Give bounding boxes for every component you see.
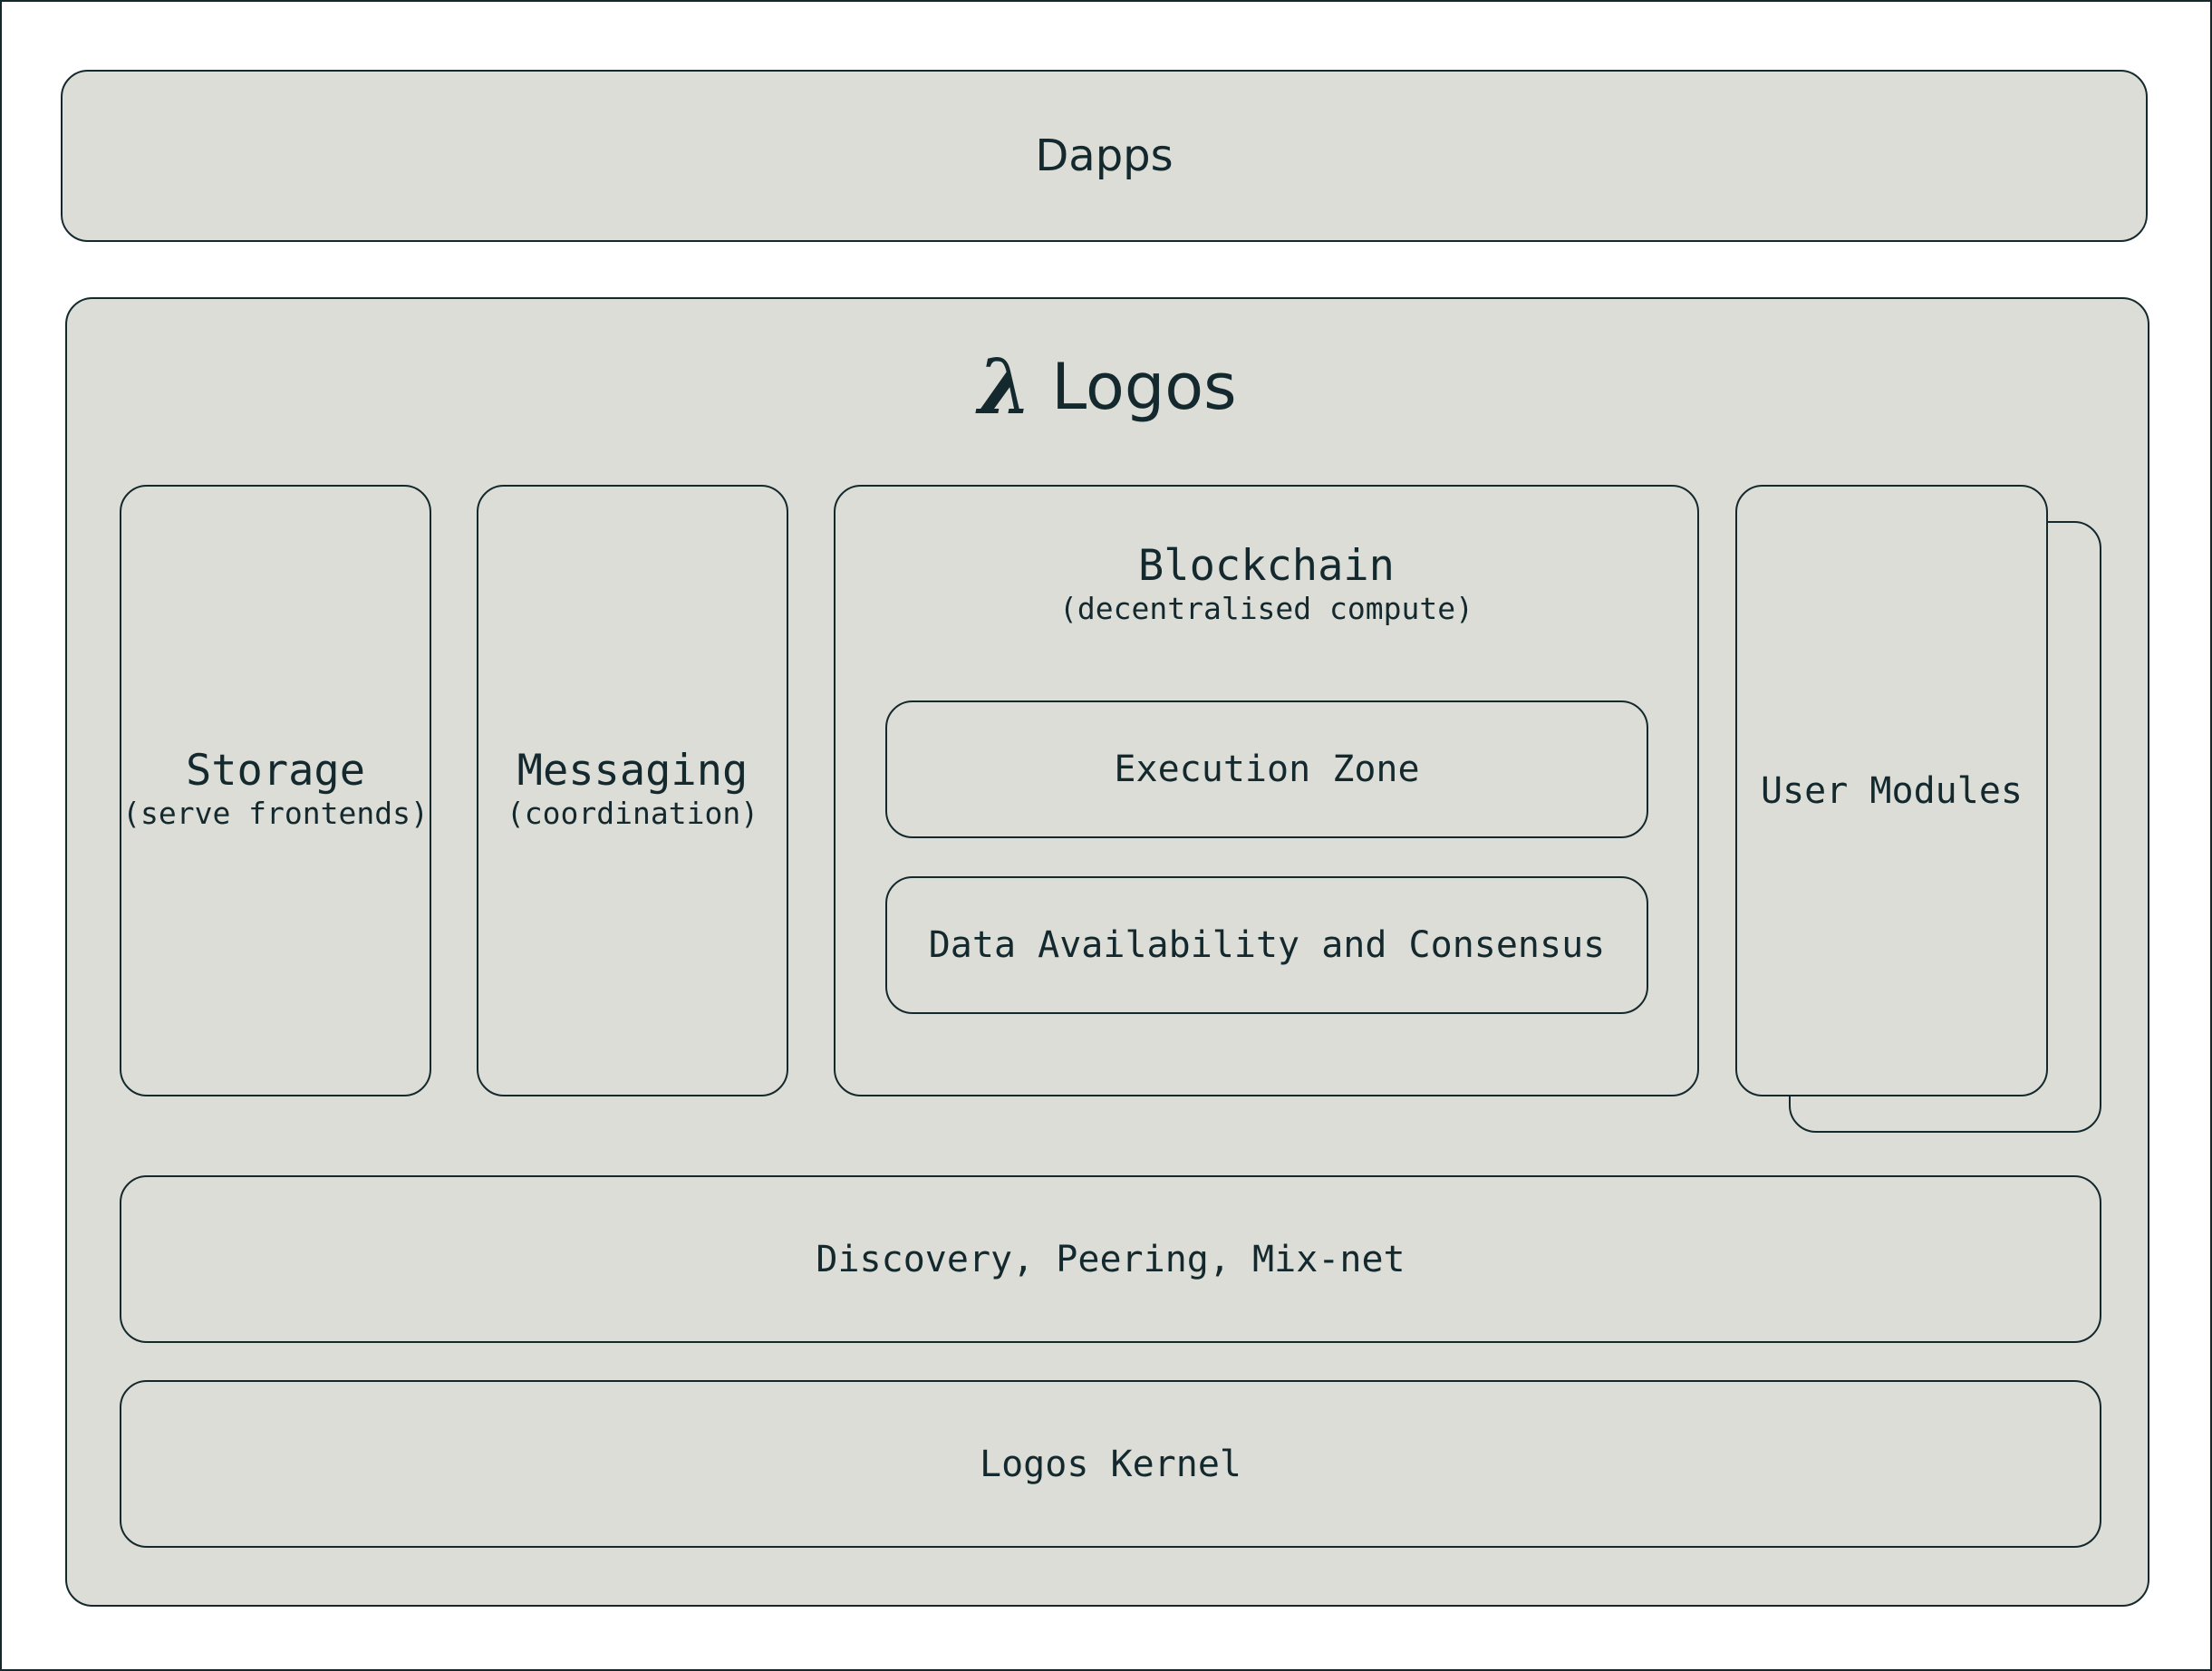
blockchain-title: Blockchain bbox=[1138, 541, 1395, 591]
discovery-label: Discovery, Peering, Mix-net bbox=[816, 1238, 1405, 1280]
user-modules-label: User Modules bbox=[1761, 769, 2023, 812]
lambda-icon: λ bbox=[978, 342, 1032, 431]
blockchain-subtitle: (decentralised compute) bbox=[1059, 590, 1473, 626]
user-modules-box: User Modules bbox=[1735, 485, 2048, 1096]
storage-module: Storage (serve frontends) bbox=[120, 485, 431, 1096]
messaging-subtitle: (coordination) bbox=[506, 795, 759, 831]
storage-subtitle: (serve frontends) bbox=[122, 795, 429, 831]
kernel-layer: Logos Kernel bbox=[120, 1380, 2101, 1548]
kernel-label: Logos Kernel bbox=[980, 1443, 1241, 1485]
dapps-title: Dapps bbox=[1035, 130, 1174, 181]
execution-zone-box: Execution Zone bbox=[885, 700, 1648, 838]
logos-title: Logos bbox=[1051, 350, 1237, 424]
execution-zone-label: Execution Zone bbox=[1114, 749, 1420, 790]
data-availability-label: Data Availability and Consensus bbox=[928, 924, 1606, 966]
discovery-layer: Discovery, Peering, Mix-net bbox=[120, 1175, 2101, 1343]
logos-header: λ Logos bbox=[67, 349, 2148, 425]
messaging-module: Messaging (coordination) bbox=[477, 485, 788, 1096]
dapps-layer: Dapps bbox=[61, 70, 2148, 242]
data-availability-box: Data Availability and Consensus bbox=[885, 876, 1648, 1014]
storage-title: Storage bbox=[185, 746, 366, 797]
messaging-title: Messaging bbox=[517, 746, 749, 797]
blockchain-header: Blockchain (decentralised compute) bbox=[1059, 543, 1473, 629]
